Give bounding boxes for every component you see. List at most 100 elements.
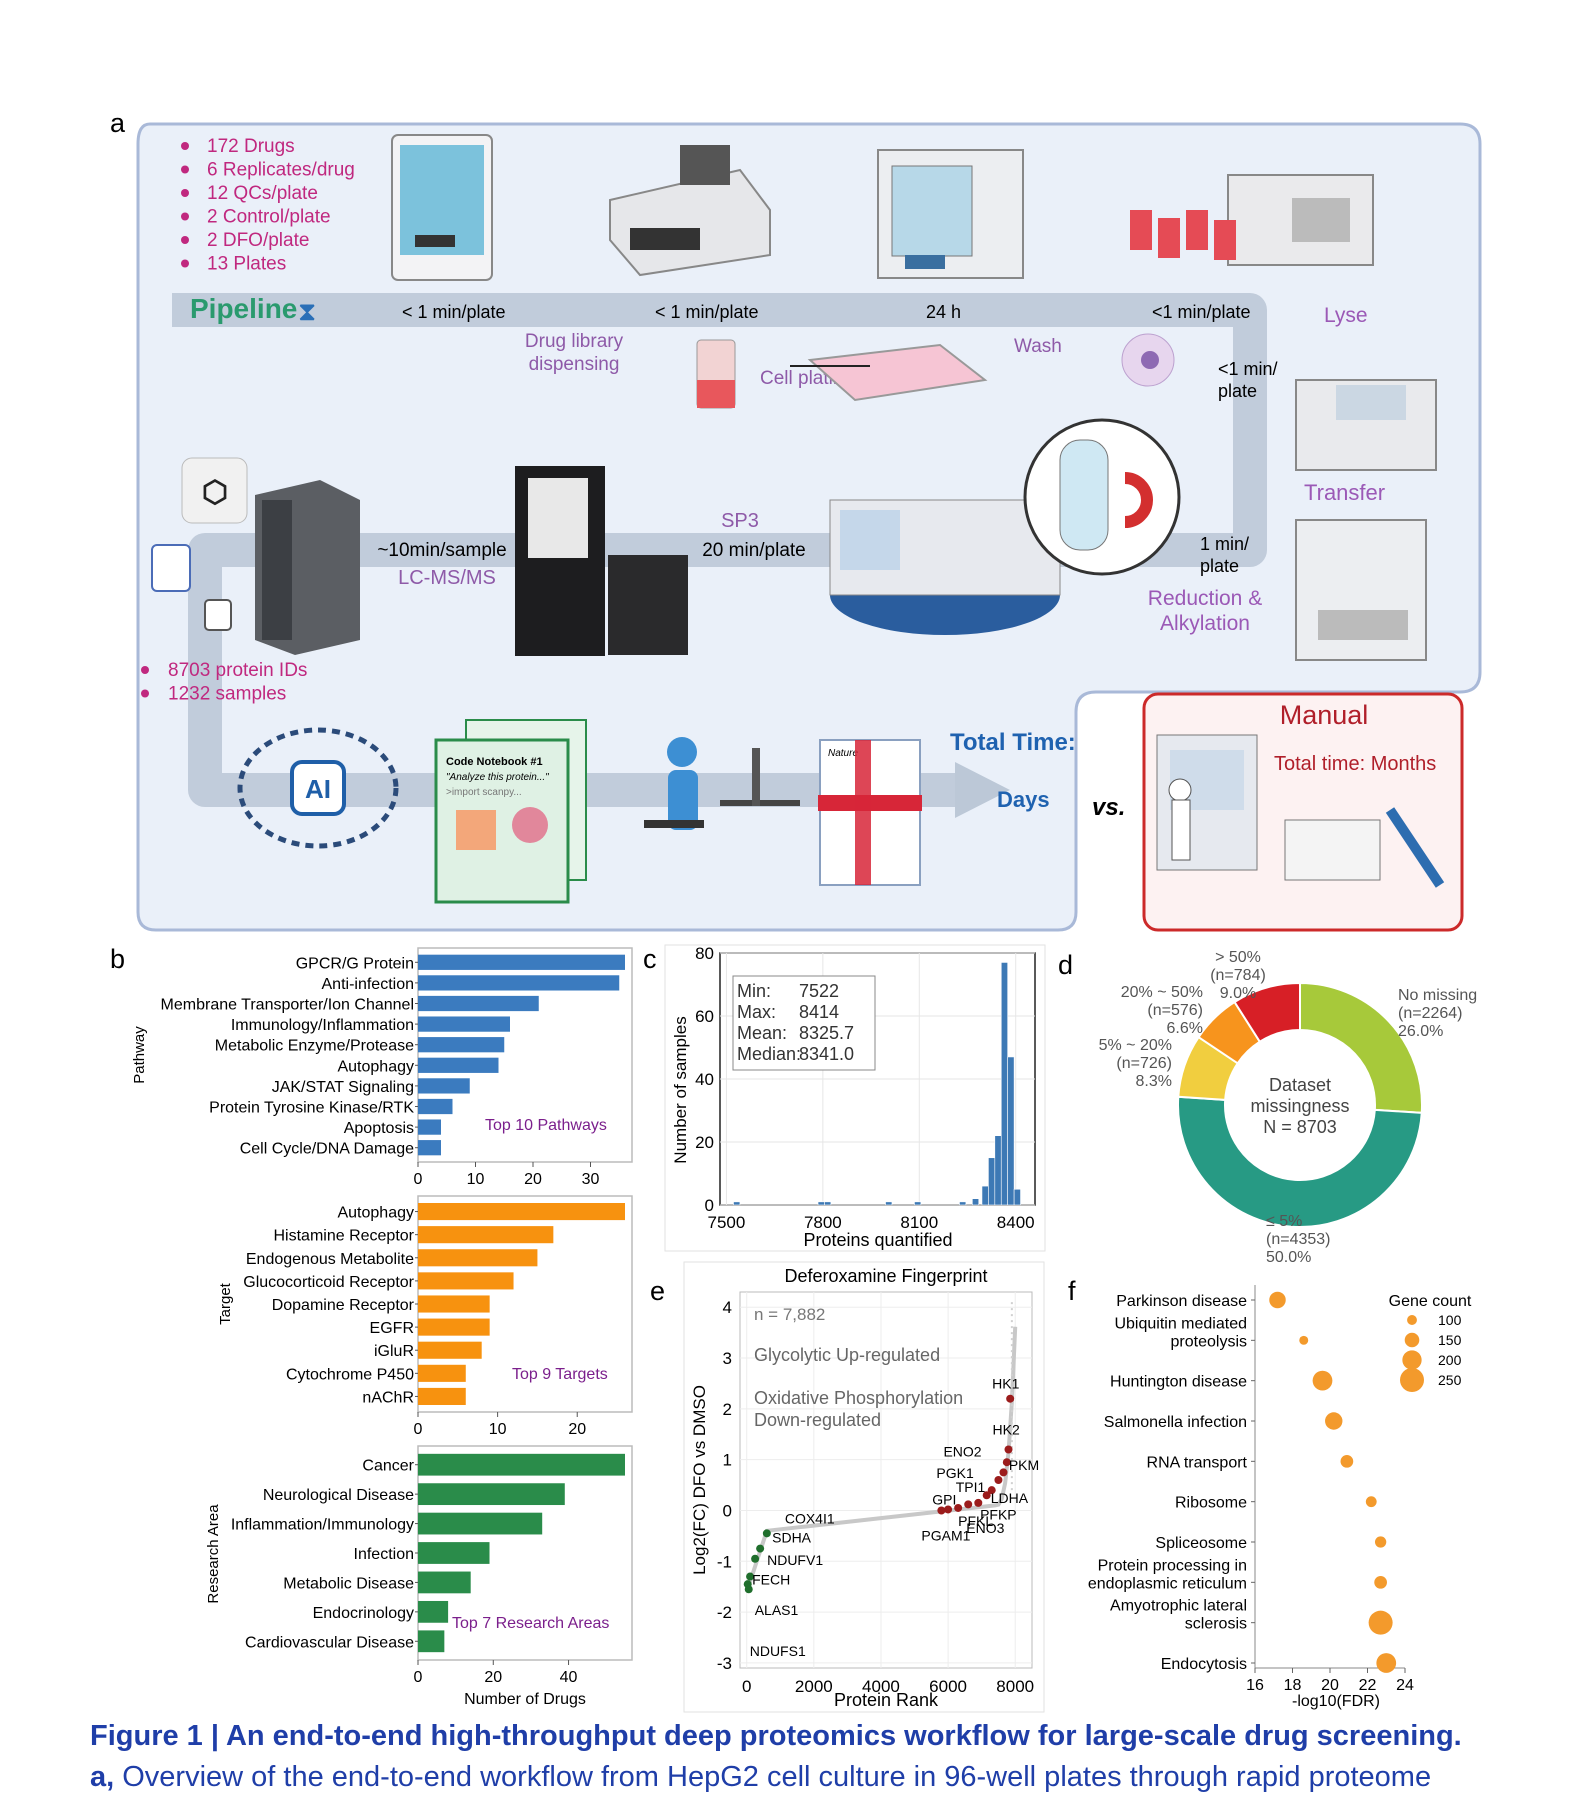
point-label: COX4I1 [785, 1510, 835, 1526]
term-label: Salmonella infection [1104, 1414, 1247, 1431]
histogram-bar [1000, 962, 1008, 1206]
category-label: Immunology/Inflammation [231, 1017, 414, 1034]
bullet-dot [181, 189, 189, 197]
x-tick-label: 8000 [996, 1677, 1034, 1696]
annotation-up: Glycolytic Up-regulated [754, 1345, 940, 1365]
category-label: Inflammation/Immunology [231, 1517, 414, 1534]
slice-label: ≤ 5% [1266, 1213, 1302, 1230]
nextflow-logo-icon: ⬡ [181, 457, 248, 524]
bullet-item: 2 DFO/plate [207, 230, 309, 251]
y-tick-label: 4 [723, 1298, 732, 1317]
panel-background [1086, 1280, 1490, 1716]
slice-label: 20% ~ 50% [1121, 984, 1203, 1001]
histogram-bar [824, 1201, 832, 1206]
annotation-down: Down-regulated [754, 1410, 881, 1430]
point-label: PGK1 [936, 1465, 974, 1481]
point-label: FECH [752, 1572, 790, 1588]
x-axis-label: -log10(FDR) [1292, 1693, 1380, 1710]
x-tick-label: 18 [1284, 1677, 1302, 1694]
point-label: ALAS1 [755, 1602, 799, 1618]
chart-title: Deferoxamine Fingerprint [784, 1266, 987, 1286]
time-lyse-2-line2: plate [1218, 381, 1257, 401]
step-sp3: SP3 [721, 510, 759, 532]
y-tick-label: 0 [705, 1196, 714, 1215]
stats-box [732, 975, 876, 1071]
pipeline-label: Pipeline [190, 293, 297, 324]
category-label: Histamine Receptor [274, 1228, 415, 1245]
slice-label: 5% ~ 20% [1099, 1037, 1172, 1054]
cell-flask-icon [696, 339, 736, 409]
x-tick-label: 8400 [997, 1213, 1035, 1232]
term-label: Parkinson disease [1116, 1293, 1247, 1310]
category-label: Dopamine Receptor [272, 1297, 415, 1314]
stat-value: 8325.7 [799, 1023, 854, 1043]
category-label: Metabolic Enzyme/Protease [215, 1038, 414, 1055]
bar [418, 1483, 565, 1506]
x-tick-label: 16 [1246, 1677, 1264, 1694]
journal-name: Nature [828, 748, 858, 759]
donut-slice [1299, 981, 1423, 1114]
x-axis-label: Number of Drugs [464, 1691, 586, 1708]
term-label: RNA transport [1147, 1454, 1248, 1471]
y-tick-label: -1 [717, 1552, 732, 1571]
point-label: ENO2 [943, 1443, 981, 1459]
x-tick-label: 7800 [804, 1213, 842, 1232]
y-tick-label: 1 [723, 1451, 732, 1470]
time-plating: < 1 min/plate [655, 302, 759, 322]
journal-publication-icon: Nature [818, 739, 922, 886]
point-label: HK2 [993, 1422, 1020, 1438]
center-label: N = 8703 [1263, 1117, 1337, 1137]
caption-lead: a, [90, 1761, 115, 1793]
slice-label: (n=4353) [1266, 1231, 1331, 1248]
category-label: Protein Tyrosine Kinase/RTK [209, 1100, 414, 1117]
category-label: JAK/STAT Signaling [272, 1079, 414, 1096]
slice-label: (n=2264) [1398, 1005, 1463, 1022]
point-label: PKM [1009, 1457, 1039, 1473]
term-label: Amyotrophic lateral [1110, 1598, 1247, 1615]
bullet-item: 12 QCs/plate [207, 183, 318, 204]
legend-label: 250 [1438, 1372, 1462, 1388]
bullet-item: 1232 samples [168, 684, 286, 705]
bar [418, 1387, 466, 1405]
point-label: SDHA [772, 1530, 812, 1546]
histogram-bar [1007, 1056, 1015, 1206]
time-incubation: 24 h [926, 302, 961, 322]
donut-slice [1177, 1095, 1423, 1228]
histogram-bar [994, 1135, 1002, 1206]
histogram-bar [885, 1201, 893, 1206]
histogram-bar [981, 1185, 989, 1206]
mass-spec-instrument-icon [515, 466, 688, 656]
bullet-dot [181, 236, 189, 244]
bullet-dot [181, 142, 189, 150]
up-point [954, 1503, 963, 1512]
stat-value: 8341.0 [799, 1044, 854, 1064]
point-label: NDUFV1 [767, 1552, 823, 1568]
enrichment-dot [1340, 1454, 1354, 1468]
x-tick-label: 0 [414, 1421, 423, 1438]
down-point [746, 1572, 755, 1581]
y-tick-label: 0 [723, 1501, 732, 1520]
time-lyse: <1 min/plate [1152, 302, 1251, 322]
legend-dot [1407, 1315, 1417, 1325]
slice-label: (n=576) [1147, 1002, 1203, 1019]
slice-label: (n=784) [1210, 967, 1266, 984]
manual-time: Total time: Months [1274, 753, 1436, 775]
term-label: sclerosis [1185, 1616, 1247, 1633]
category-label: GPCR/G Protein [296, 955, 414, 972]
category-label: Membrane Transporter/Ion Channel [161, 997, 414, 1014]
panel-e-label: e [650, 1276, 665, 1306]
histogram-bar [959, 1201, 967, 1206]
x-tick-label: 24 [1396, 1677, 1414, 1694]
bar [418, 1119, 441, 1135]
x-tick-label: 0 [414, 1171, 423, 1188]
category-label: Neurological Disease [263, 1487, 414, 1504]
researcher-at-desk-icon [644, 737, 800, 830]
time-lcms: ~10min/sample [377, 540, 506, 561]
bar [418, 1571, 471, 1594]
stat-name: Mean: [737, 1023, 787, 1043]
down-point [756, 1544, 765, 1553]
sp3-instrument-icon [829, 499, 1061, 635]
